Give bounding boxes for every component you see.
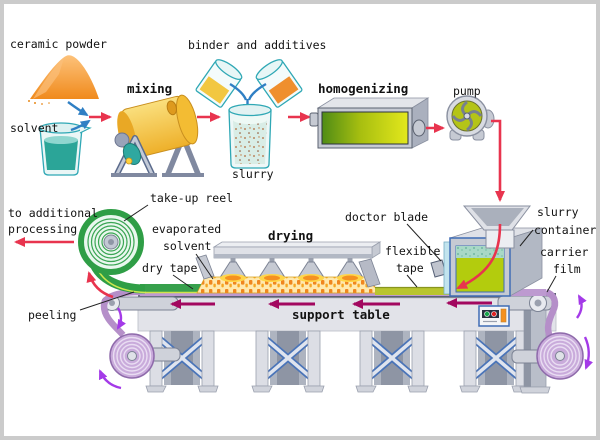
film-roll-rotation-arrow	[583, 336, 594, 370]
label-solvent: solvent	[10, 121, 58, 135]
label-carrier: carrier	[540, 245, 589, 259]
binder-beaker-left	[195, 59, 243, 108]
table-leg	[356, 331, 428, 392]
take-up-reel	[78, 209, 144, 275]
label-binder-and-additives: binder and additives	[188, 38, 326, 52]
carrier-film-pointer	[546, 275, 557, 293]
label-slurry-container-1: slurry	[537, 205, 579, 219]
dry-tape	[140, 284, 205, 293]
ceramic-powder-pile	[28, 55, 99, 105]
slurry-beaker	[228, 103, 272, 169]
slurry-flow-arrow	[456, 223, 502, 290]
label-to-additional: to additional	[8, 206, 98, 220]
carrier-film-roll	[511, 332, 584, 380]
binder-pour-right-arrow	[247, 82, 267, 101]
powder-to-mix-arrow	[67, 101, 89, 117]
binder-beaker-right	[255, 59, 303, 108]
doctor-blade-pointer	[406, 223, 442, 262]
label-evaporated-solvent: solvent	[163, 239, 211, 253]
control-panel	[478, 305, 510, 327]
film-rotation-arrow	[116, 307, 126, 330]
label-flexible: flexible	[385, 244, 440, 258]
take-up-reel-pointer	[123, 204, 149, 222]
label-ceramic-powder: ceramic powder	[10, 37, 107, 51]
label-homogenizing: homogenizing	[318, 81, 408, 96]
label-slurry-container-2: container	[534, 223, 596, 237]
reel-rotation-arrow	[86, 271, 114, 299]
tape-to-reel-edge	[97, 269, 147, 294]
label-flexible-tape: tape	[396, 261, 424, 275]
table-leg	[252, 331, 324, 392]
carrier-film-ribbon-right	[544, 288, 559, 339]
binder-pour-left-arrow	[229, 82, 248, 101]
label-pump: pump	[453, 84, 481, 98]
pump-to-container-line	[491, 119, 505, 202]
carrier-film-ribbon-left	[100, 288, 143, 338]
homogenizer	[309, 97, 430, 149]
label-dry-tape: dry tape	[142, 261, 197, 275]
film-feed-rotation-arrow	[576, 294, 587, 319]
drying-lamps	[220, 258, 363, 282]
dry-tape-pointer	[172, 274, 194, 290]
evaporated-solvent-pointer	[195, 253, 214, 280]
solvent-beaker	[39, 122, 92, 176]
mixing-drum-machine	[111, 94, 204, 177]
peeled-film-roll	[109, 333, 181, 379]
peel-roll-rotation-arrow	[98, 369, 122, 390]
solvent-to-mix-arrow	[70, 119, 91, 132]
flexible-tape	[375, 287, 453, 295]
label-doctor-blade: doctor blade	[345, 210, 428, 224]
label-support-table: support table	[292, 307, 390, 322]
label-peeling: peeling	[28, 308, 76, 322]
label-take-up-reel: take-up reel	[150, 191, 233, 205]
pump	[446, 95, 495, 141]
flexible-tape-pointer	[406, 274, 418, 288]
label-carrier-film: film	[553, 262, 581, 276]
label-drying: drying	[268, 228, 313, 243]
slurry-container-machine	[443, 205, 543, 297]
peeling-pointer	[79, 291, 135, 311]
label-evaporated: evaporated	[152, 222, 221, 236]
slurry-container-pointer	[519, 229, 534, 247]
label-mixing: mixing	[127, 81, 172, 96]
label-slurry: slurry	[232, 167, 274, 181]
label-processing: processing	[8, 222, 77, 236]
